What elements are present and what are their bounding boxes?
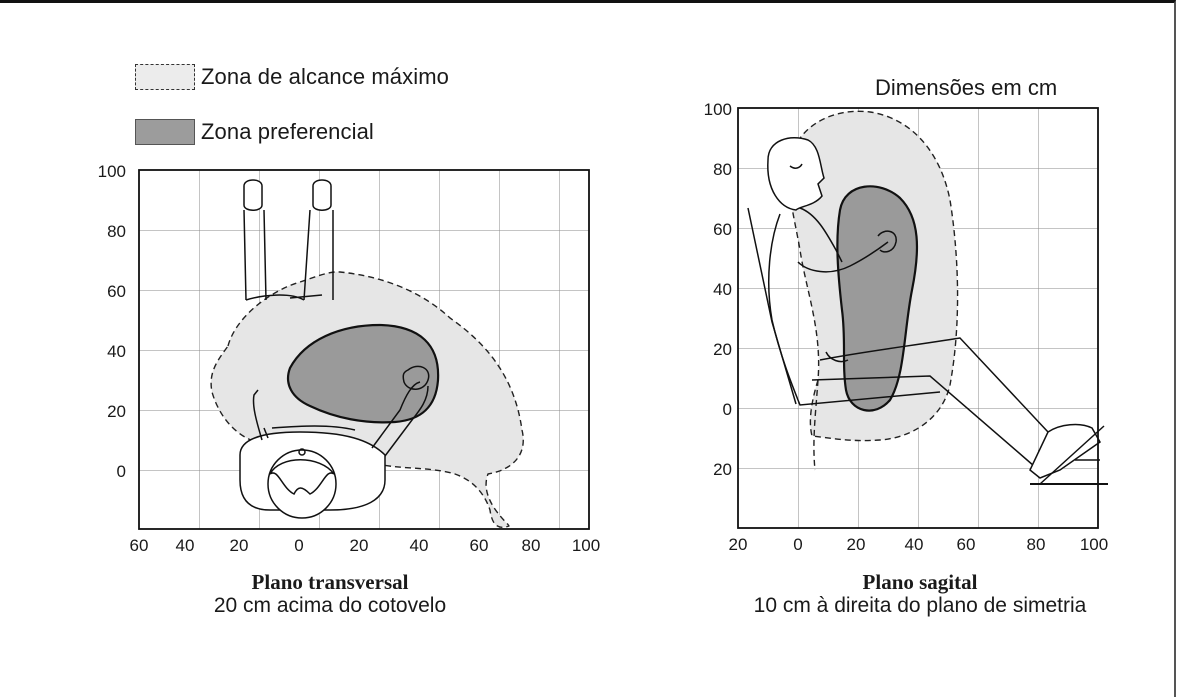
legend-preferred-zone: Zona preferencial <box>135 119 374 145</box>
sagittal-x-tick: 100 <box>1079 535 1109 554</box>
sagittal-caption-title: Plano sagital <box>862 570 978 594</box>
transversal-caption: Plano transversal 20 cm acima do cotovel… <box>180 570 480 618</box>
legend-max-zone: Zona de alcance máximo <box>135 64 449 90</box>
transversal-x-tick: 0 <box>294 536 304 555</box>
transversal-y-tick: 20 <box>107 402 126 421</box>
transversal-x-tick: 60 <box>129 536 149 555</box>
sagittal-y-tick: 40 <box>713 280 732 299</box>
transversal-caption-sub: 20 cm acima do cotovelo <box>213 594 447 617</box>
transversal-y-tick: 40 <box>107 342 126 361</box>
transversal-x-tick: 40 <box>175 536 195 555</box>
transversal-y-tick: 60 <box>107 282 126 301</box>
sagittal-x-tick: 60 <box>956 535 976 554</box>
transversal-x-tick: 60 <box>469 536 489 555</box>
transversal-y-tick: 80 <box>107 222 126 241</box>
transversal-caption-title: Plano transversal <box>251 570 409 594</box>
max-zone-swatch <box>135 64 195 90</box>
transversal-x-tick: 20 <box>349 536 369 555</box>
sagittal-caption: Plano sagital 10 cm à direita do plano d… <box>720 570 1120 618</box>
sagittal-caption-sub: 10 cm à direita do plano de simetria <box>753 594 1087 617</box>
sagittal-x-tick: 40 <box>904 535 924 554</box>
units-note: Dimensões em cm <box>875 75 1058 100</box>
sagittal-x-tick: 20 <box>846 535 866 554</box>
preferred-zone-label: Zona preferencial <box>201 119 374 144</box>
transversal-x-tick: 80 <box>521 536 541 555</box>
sagittal-body-outline <box>747 137 1108 485</box>
transversal-preferred-zone <box>286 323 440 424</box>
transversal-body-outline <box>239 179 430 519</box>
sagittal-x-tick: 80 <box>1026 535 1046 554</box>
transversal-y-tick: 0 <box>116 462 126 481</box>
sagittal-y-tick: 100 <box>703 100 732 119</box>
preferred-zone-swatch <box>135 119 195 145</box>
transversal-y-tick: 100 <box>97 162 126 181</box>
sagittal-y-tick: 20 <box>713 460 732 479</box>
transversal-plot <box>138 169 590 530</box>
sagittal-y-tick: 20 <box>713 340 732 359</box>
transversal-x-tick: 100 <box>571 536 601 555</box>
transversal-x-tick: 20 <box>229 536 249 555</box>
sagittal-x-tick: 20 <box>728 535 748 554</box>
max-zone-label: Zona de alcance máximo <box>201 64 449 89</box>
sagittal-plot <box>737 107 1108 529</box>
sagittal-y-tick: 60 <box>713 220 732 239</box>
sagittal-x-tick: 0 <box>793 535 803 554</box>
sagittal-y-tick: 0 <box>722 400 732 419</box>
sagittal-y-tick: 80 <box>713 160 732 179</box>
transversal-x-tick: 40 <box>409 536 429 555</box>
